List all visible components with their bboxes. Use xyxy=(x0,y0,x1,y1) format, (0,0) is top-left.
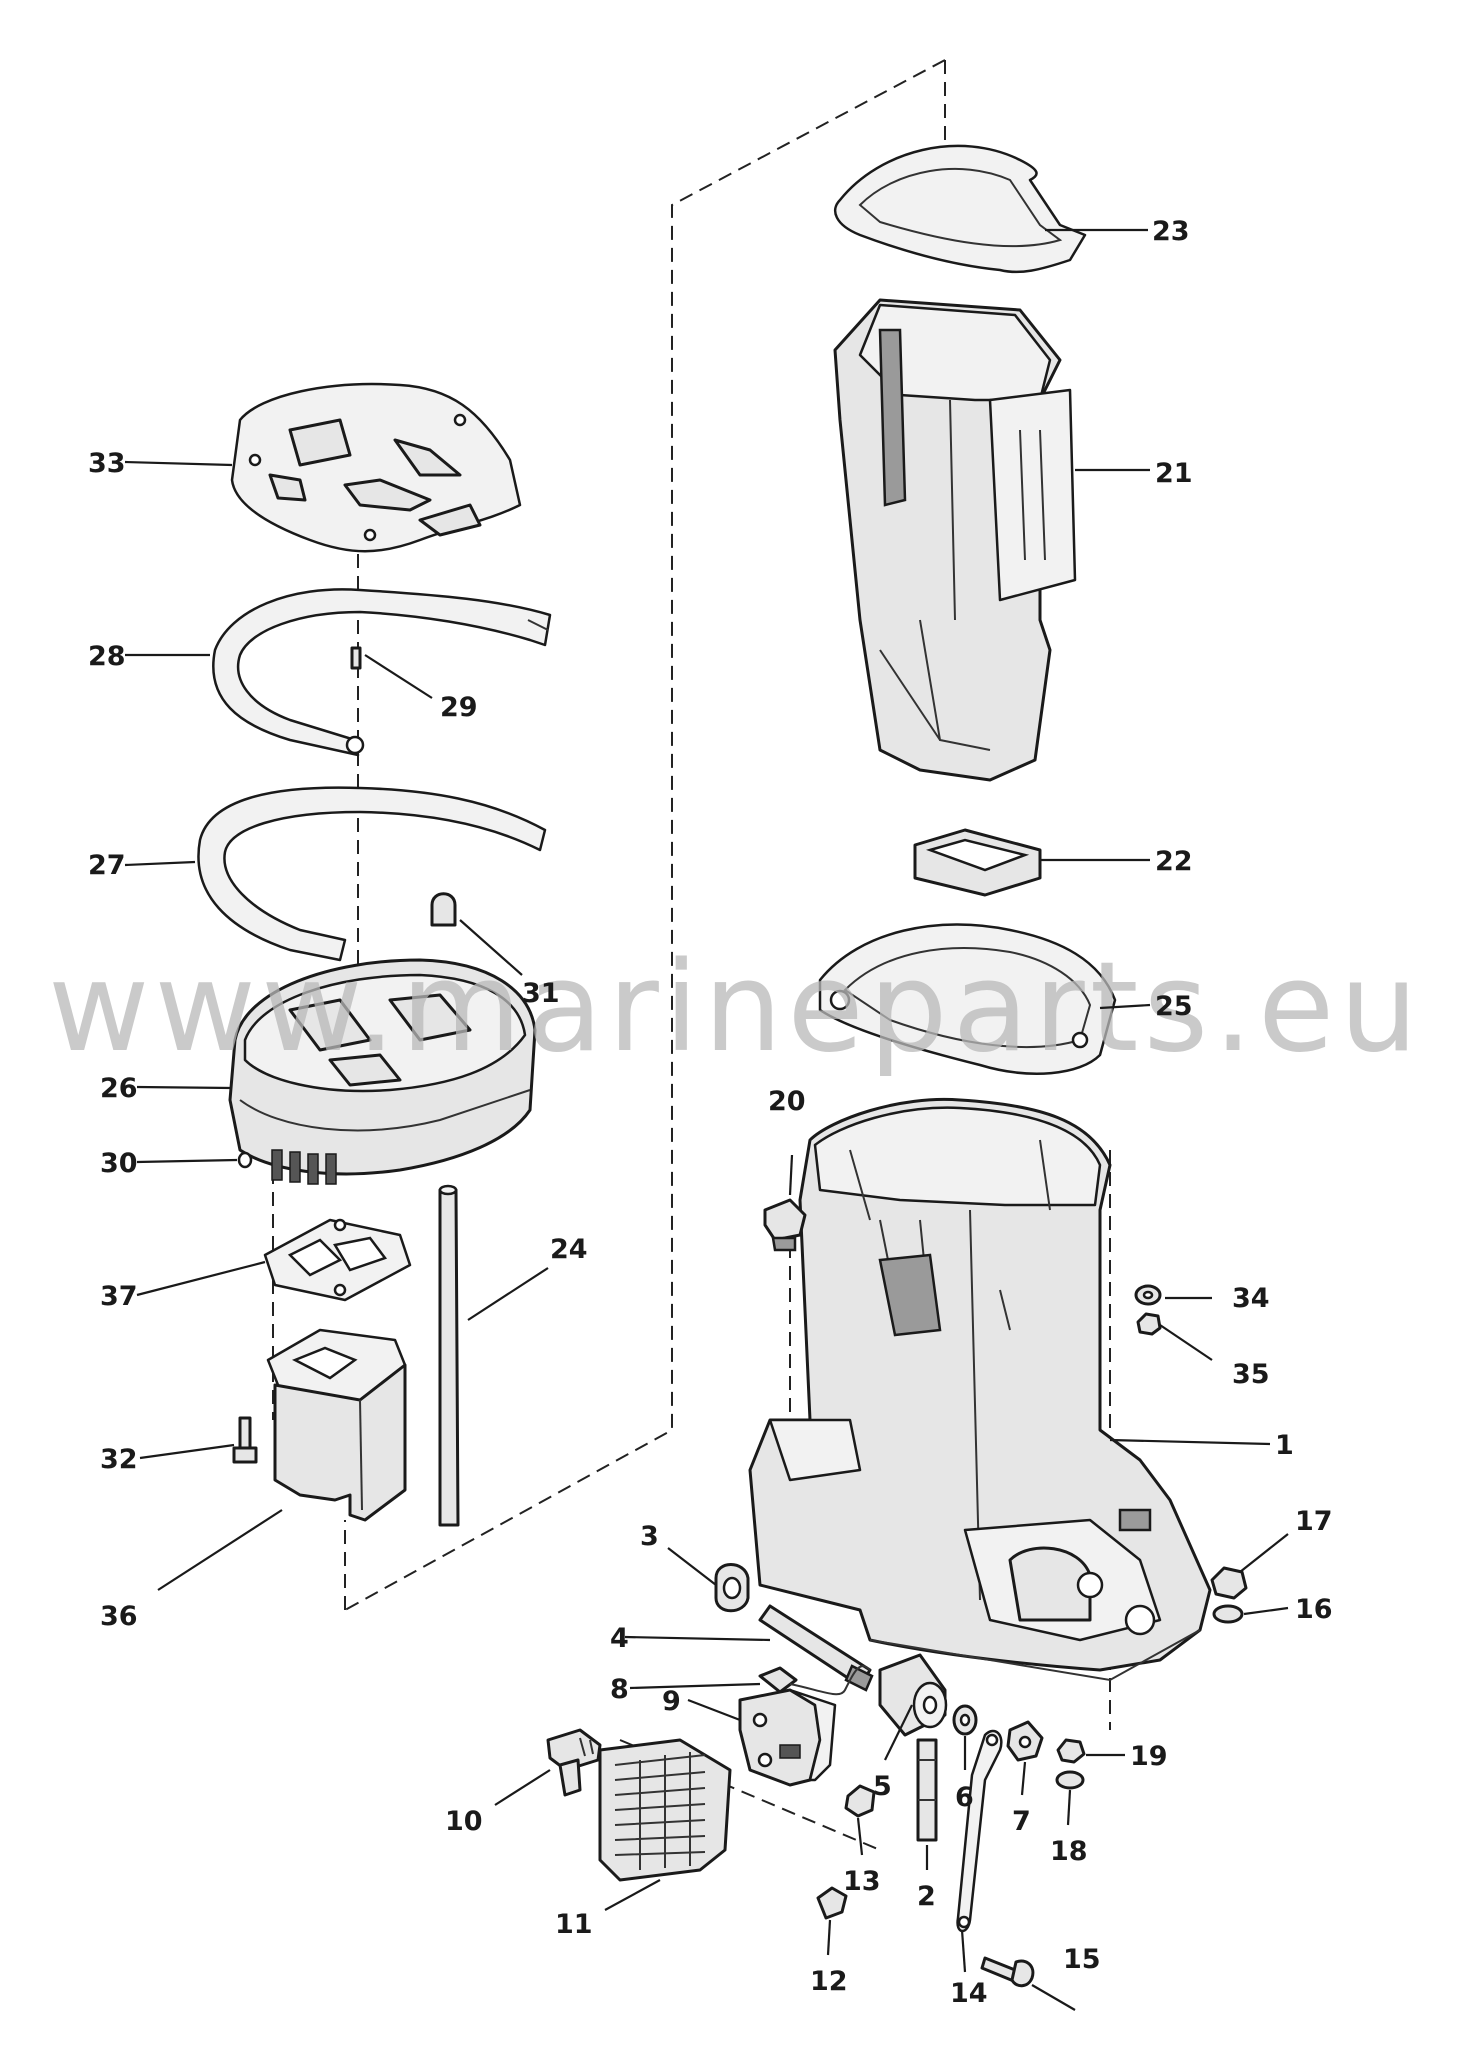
callout-5: 5 xyxy=(873,1771,892,1802)
callout-37: 37 xyxy=(100,1281,138,1312)
callout-2: 2 xyxy=(917,1881,936,1912)
part-14-ground-strap xyxy=(956,1729,1003,1933)
callout-10: 10 xyxy=(445,1806,483,1837)
part-8-connector xyxy=(758,1665,871,1696)
callout-3: 3 xyxy=(640,1521,659,1552)
callout-13: 13 xyxy=(843,1866,881,1897)
part-13-nut xyxy=(844,1784,876,1818)
part-32-bolt xyxy=(232,1416,258,1464)
callout-34: 34 xyxy=(1232,1283,1270,1314)
part-20-plug xyxy=(763,1198,807,1252)
part-7-fitting xyxy=(1006,1720,1044,1762)
part-17-nut xyxy=(1210,1566,1248,1600)
callout-28: 28 xyxy=(88,641,126,672)
callout-26: 26 xyxy=(100,1073,138,1104)
callout-14: 14 xyxy=(950,1978,988,2009)
callout-15: 15 xyxy=(1063,1944,1101,1975)
callout-4: 4 xyxy=(610,1623,629,1654)
part-29-pin xyxy=(350,646,362,670)
part-18-washer xyxy=(1055,1770,1085,1790)
watermark-text: www.marineparts.eu xyxy=(48,936,1418,1080)
callout-7: 7 xyxy=(1012,1806,1031,1837)
callout-21: 21 xyxy=(1155,458,1193,489)
part-30-oring xyxy=(237,1151,253,1169)
callout-33: 33 xyxy=(88,448,126,479)
part-37-gasket xyxy=(263,1218,412,1302)
part-1-driveshaft-housing xyxy=(748,1097,1212,1682)
part-12-screw xyxy=(816,1886,848,1920)
part-28-gasket xyxy=(212,588,552,757)
part-25-gasket xyxy=(818,923,1117,1075)
part-9-bracket xyxy=(738,1688,837,1787)
callout-18: 18 xyxy=(1050,1836,1088,1867)
part-22-seal xyxy=(913,828,1042,897)
callout-36: 36 xyxy=(100,1601,138,1632)
callout-16: 16 xyxy=(1295,1594,1333,1625)
callout-35: 35 xyxy=(1232,1359,1270,1390)
callout-9: 9 xyxy=(662,1686,681,1717)
callout-27: 27 xyxy=(88,850,126,881)
callout-24: 24 xyxy=(550,1234,588,1265)
callout-numbers: 23 21 22 25 20 34 35 1 17 16 19 18 15 14… xyxy=(88,216,1333,2009)
part-15-screw xyxy=(980,1956,1035,1988)
part-16-washer xyxy=(1212,1604,1244,1624)
callout-30: 30 xyxy=(100,1148,138,1179)
part-23-top-gasket xyxy=(834,144,1087,274)
part-2-pin xyxy=(916,1738,938,1842)
part-26-adapter-plate xyxy=(228,958,537,1185)
leader-lines xyxy=(124,228,1289,2011)
callout-25: 25 xyxy=(1155,991,1193,1022)
part-5-cylinder xyxy=(878,1653,948,1737)
callout-19: 19 xyxy=(1130,1741,1168,1772)
part-21-upper-housing xyxy=(833,298,1077,782)
callout-17: 17 xyxy=(1295,1506,1333,1537)
callout-29: 29 xyxy=(440,692,478,723)
part-34-washer xyxy=(1134,1284,1162,1306)
callout-12: 12 xyxy=(810,1966,848,1997)
callout-32: 32 xyxy=(100,1444,138,1475)
part-31-cap xyxy=(430,892,457,927)
callout-1: 1 xyxy=(1275,1430,1294,1461)
part-36-exhaust-box xyxy=(266,1328,407,1522)
callout-22: 22 xyxy=(1155,846,1193,877)
part-11-anode xyxy=(598,1738,732,1882)
callout-23: 23 xyxy=(1152,216,1190,247)
part-33-plate-gasket xyxy=(230,382,522,553)
callout-31: 31 xyxy=(522,978,560,1009)
part-27-seal-strip xyxy=(197,786,547,962)
part-35-nut xyxy=(1136,1312,1162,1336)
part-24-tube xyxy=(438,1184,460,1527)
callout-8: 8 xyxy=(610,1674,629,1705)
callout-11: 11 xyxy=(555,1909,593,1940)
part-6-washer xyxy=(952,1704,978,1736)
callout-20: 20 xyxy=(768,1086,806,1117)
part-3-bushing xyxy=(714,1563,750,1613)
part-19-nut xyxy=(1056,1738,1086,1764)
callout-6: 6 xyxy=(955,1782,974,1813)
part-10-plug xyxy=(546,1728,602,1797)
